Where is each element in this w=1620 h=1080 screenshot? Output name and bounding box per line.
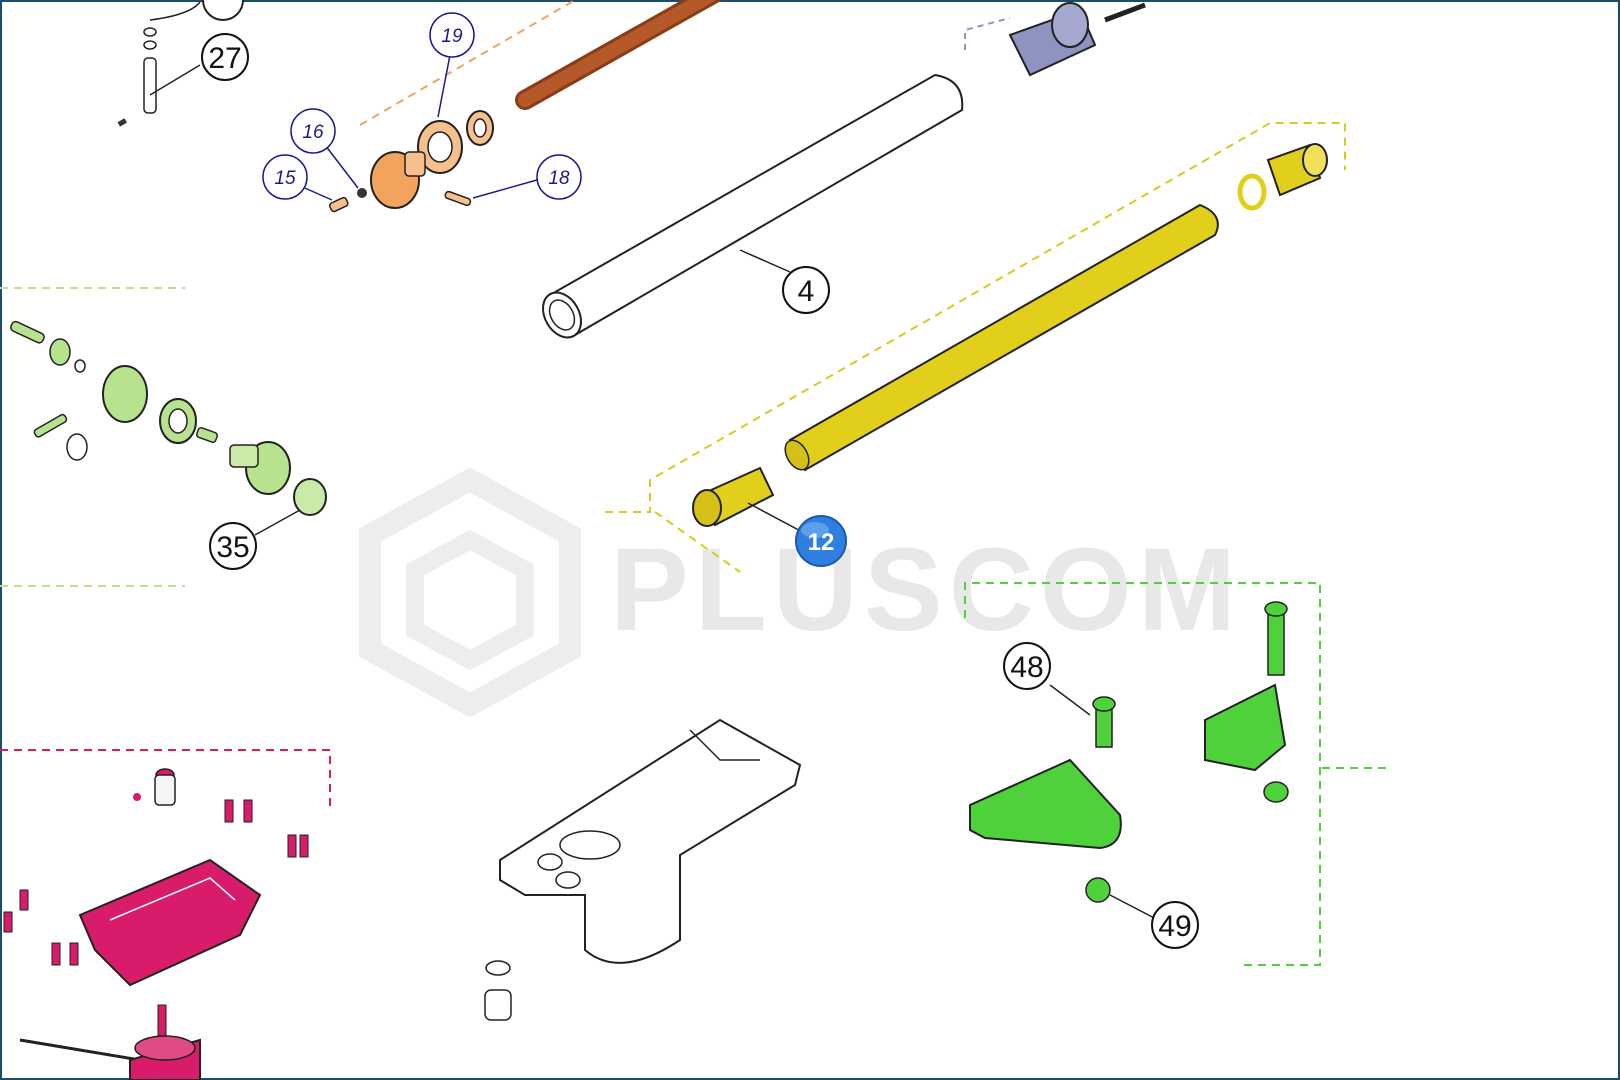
watermark: PLUSCOM bbox=[359, 467, 1242, 718]
callout-49-number: 49 bbox=[1158, 910, 1191, 943]
callout-35: 35 bbox=[209, 522, 257, 570]
callout-16: 16 bbox=[290, 108, 336, 154]
part-group-orange bbox=[297, 0, 723, 213]
callout-18: 18 bbox=[536, 154, 582, 200]
callout-4: 4 bbox=[782, 266, 830, 314]
part-base-housing bbox=[484, 718, 802, 1021]
part-group-yellow bbox=[605, 122, 1346, 573]
callout-48-number: 48 bbox=[1010, 651, 1043, 684]
callout-48: 48 bbox=[1003, 642, 1051, 690]
watermark-text: PLUSCOM bbox=[610, 524, 1242, 656]
callout-12-number: 12 bbox=[808, 529, 835, 556]
callout-49: 49 bbox=[1151, 901, 1199, 949]
callout-27: 27 bbox=[201, 33, 249, 81]
callout-4-number: 4 bbox=[798, 275, 815, 308]
part-group-light-green bbox=[0, 287, 327, 587]
callout-15-number: 15 bbox=[274, 168, 296, 189]
part-group-bright-green bbox=[964, 582, 1390, 966]
callout-15: 15 bbox=[262, 154, 308, 200]
part-group-top-left bbox=[117, 0, 244, 127]
part-group-magenta bbox=[0, 749, 331, 1080]
callout-16-number: 16 bbox=[302, 122, 324, 143]
part-tube bbox=[542, 73, 964, 339]
callout-19: 19 bbox=[429, 12, 475, 58]
callout-27-number: 27 bbox=[208, 42, 241, 75]
callout-18-number: 18 bbox=[548, 168, 570, 189]
callout-12: 12 bbox=[795, 515, 847, 567]
part-group-gray bbox=[964, 2, 1146, 77]
callout-35-number: 35 bbox=[216, 531, 249, 564]
callout-19-number: 19 bbox=[441, 26, 463, 47]
